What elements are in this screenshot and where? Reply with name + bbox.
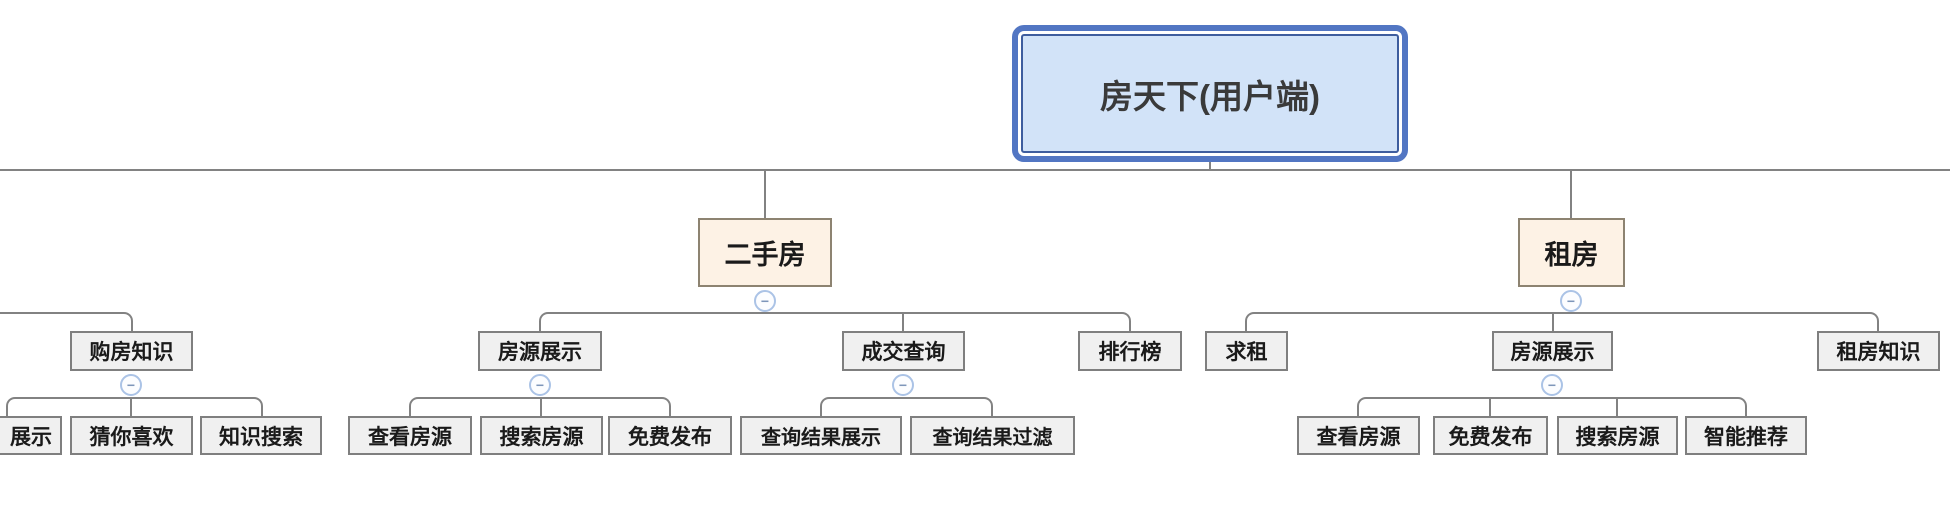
node-goufangzhishi[interactable]: 购房知识 (70, 331, 193, 371)
connector-bracket-fangyuanzhanshi-left-children (409, 397, 671, 416)
connector-root-drop (1209, 160, 1211, 170)
collapse-icon-chengjiaochaxun[interactable]: − (892, 374, 914, 396)
connector-drop-fangyuanzhanshi-right (1552, 314, 1554, 331)
collapse-icon-ershoufang[interactable]: − (754, 290, 776, 312)
collapse-icon-fangyuanzhanshi-right[interactable]: − (1541, 374, 1563, 396)
node-zufangzhishi[interactable]: 租房知识 (1817, 331, 1940, 371)
root-node-label: 房天下(用户端) (1021, 34, 1399, 153)
connector-root-spine (0, 169, 1950, 171)
node-ershoufang[interactable]: 二手房 (698, 218, 832, 287)
node-zhishisousuo[interactable]: 知识搜索 (200, 416, 322, 455)
connector-drop-cainixihuan (130, 399, 132, 416)
node-fangyuanzhanshi-left[interactable]: 房源展示 (478, 331, 602, 371)
node-zhinengtuijian[interactable]: 智能推荐 (1685, 416, 1807, 455)
node-cainixihuan[interactable]: 猜你喜欢 (70, 416, 193, 455)
node-zhanshi-clipped[interactable]: 展示 (0, 416, 62, 455)
connector-drop-sousuofangyuan-right (1616, 399, 1618, 416)
node-chaxunjieguoguolv[interactable]: 查询结果过滤 (910, 416, 1075, 455)
node-paihangbang[interactable]: 排行榜 (1078, 331, 1182, 371)
connector-drop-ershoufang (764, 171, 766, 218)
node-mianfeifabu-right[interactable]: 免费发布 (1433, 416, 1548, 455)
connector-drop-mianfeifabu-right (1489, 399, 1491, 416)
connector-bracket-ershoufang-children (539, 312, 1131, 331)
node-sousuofangyuan-right[interactable]: 搜索房源 (1557, 416, 1678, 455)
connector-bracket-zufang-children (1245, 312, 1879, 331)
collapse-icon-zufang[interactable]: − (1560, 290, 1582, 312)
connector-bracket-fangyuanzhanshi-right-children (1357, 397, 1747, 416)
connector-bracket-goufangzhishi-children (6, 397, 263, 416)
node-mianfeifabu-left[interactable]: 免费发布 (608, 416, 732, 455)
node-zufang[interactable]: 租房 (1518, 218, 1625, 287)
connector-offscreen-parent-goufangzhishi (0, 312, 133, 331)
node-chengjiaochaxun[interactable]: 成交查询 (842, 331, 965, 371)
connector-drop-chengjiaochaxun (902, 314, 904, 331)
collapse-icon-fangyuanzhanshi-left[interactable]: − (529, 374, 551, 396)
node-chakanfangyuan-right[interactable]: 查看房源 (1297, 416, 1420, 455)
node-chaxunjieguozhanshi[interactable]: 查询结果展示 (740, 416, 902, 455)
collapse-icon-goufangzhishi[interactable]: − (120, 374, 142, 396)
connector-drop-sousuofangyuan-left (540, 399, 542, 416)
connector-bracket-chengjiaochaxun-children (820, 397, 993, 416)
node-sousuofangyuan-left[interactable]: 搜索房源 (480, 416, 603, 455)
connector-drop-zufang (1570, 171, 1572, 218)
node-qiuzu[interactable]: 求租 (1205, 331, 1288, 371)
node-fangyuanzhanshi-right[interactable]: 房源展示 (1492, 331, 1613, 371)
root-node[interactable]: 房天下(用户端) (1012, 25, 1408, 162)
node-chakanfangyuan-left[interactable]: 查看房源 (348, 416, 472, 455)
